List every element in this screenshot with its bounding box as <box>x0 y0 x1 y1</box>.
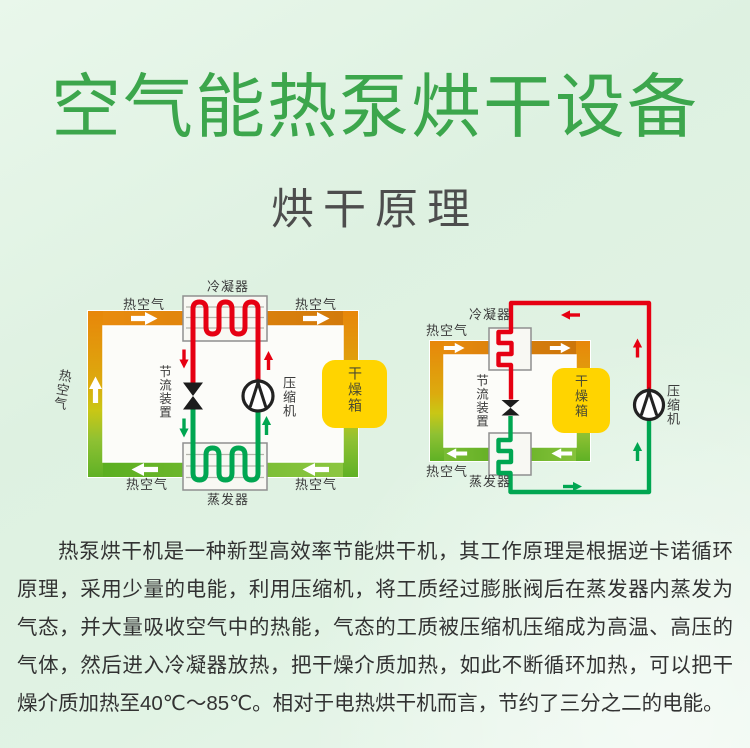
diagram-canvas <box>87 295 666 495</box>
hot-air-label: 热空气 <box>122 297 165 312</box>
section-subtitle: 烘干原理 <box>271 186 479 234</box>
right-cycle-diagram <box>429 300 666 495</box>
principle-diagrams: 冷凝器 热空气 热空气 热空气 节流装置 压缩机 干燥箱 热空气 热空气 蒸发器… <box>0 270 750 520</box>
drying-box <box>322 360 387 428</box>
condenser-label: 冷凝器 <box>206 279 249 294</box>
hot-air-label: 热空气 <box>125 477 168 492</box>
hot-pipe-and-coil <box>496 300 652 400</box>
hot-air-label: 热空气 <box>425 323 468 338</box>
refrigerant-arrow-up <box>631 440 644 463</box>
refrigerant-arrow-left <box>559 308 582 322</box>
hot-air-label: 热空气 <box>294 297 337 312</box>
evaporator-label: 蒸发器 <box>206 492 249 507</box>
condenser-label: 冷凝器 <box>468 307 511 322</box>
right-duct-left <box>430 341 444 461</box>
hot-air-label: 热空气 <box>294 477 337 492</box>
cold-pipe-and-coil <box>496 416 652 495</box>
compressor-label: 压缩机 <box>665 384 680 426</box>
evaporator-box <box>182 442 268 491</box>
throttle-label: 节流装置 <box>474 374 488 428</box>
throttle-valve-icon <box>501 400 520 416</box>
throttle-valve-icon <box>183 382 203 410</box>
description-paragraph: 热泵烘干机是一种新型高效率节能烘干机，其工作原理是根据逆卡诺循环原理，采用少量的… <box>17 540 733 715</box>
left-cycle-diagram <box>87 295 387 491</box>
drying-box <box>552 368 610 433</box>
throttle-label: 节流装置 <box>157 365 171 419</box>
hot-air-label: 热空气 <box>425 464 468 479</box>
compressor-label: 压缩机 <box>281 376 296 418</box>
page-title: 空气能热泵烘干设备 <box>51 68 699 146</box>
drying-box-label: 干燥箱 <box>347 366 363 414</box>
evaporator-coil <box>190 409 261 483</box>
evaporator-label: 蒸发器 <box>468 474 511 489</box>
refrigerant-arrow-right <box>561 480 584 493</box>
refrigerant-arrow-up <box>631 336 644 360</box>
condenser-coil <box>190 299 261 383</box>
left-duct-interior <box>102 325 344 463</box>
drying-box-label: 干燥箱 <box>573 374 588 419</box>
compressor-icon <box>241 377 275 413</box>
compressor-icon <box>632 386 666 422</box>
